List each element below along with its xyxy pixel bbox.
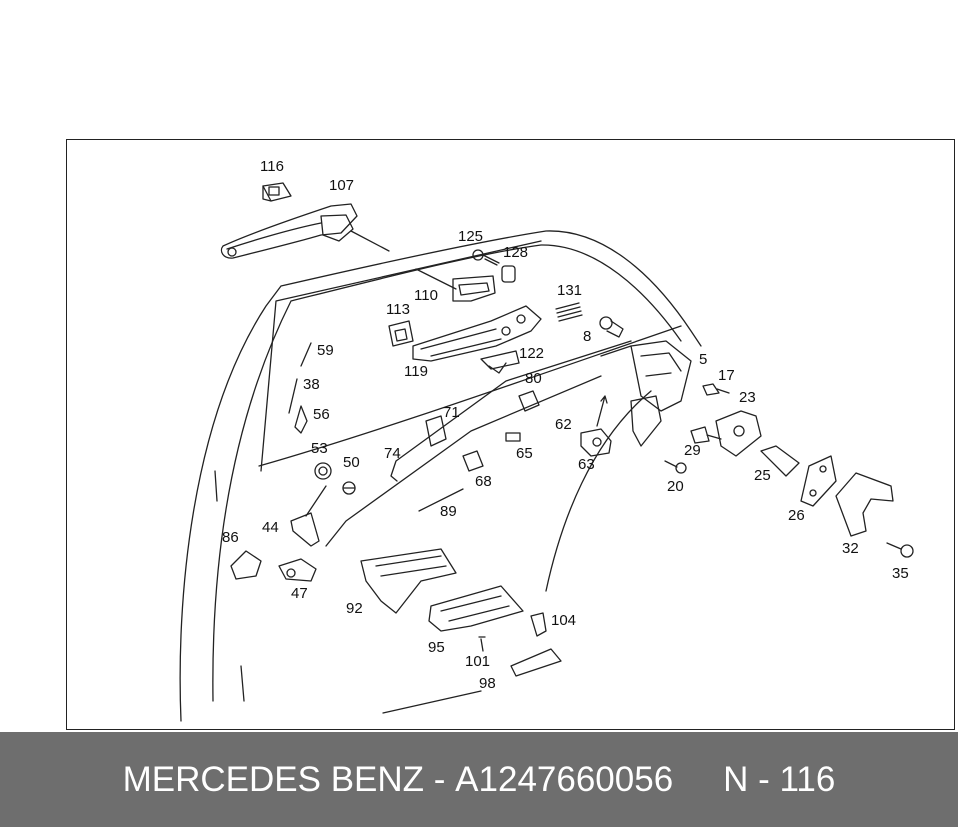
part-17-screw <box>702 383 730 396</box>
callout-116: 116 <box>260 158 284 175</box>
callout-86: 86 <box>222 529 239 546</box>
callout-122: 122 <box>519 345 545 362</box>
part-65-clip <box>505 432 521 442</box>
callout-65: 65 <box>516 445 533 462</box>
part-20-screw <box>664 460 687 474</box>
part-122-spring <box>480 350 520 374</box>
part-68-clip <box>462 450 484 472</box>
leader-line <box>600 345 632 357</box>
callout-56: 56 <box>313 406 330 423</box>
part-128-cylinder <box>501 265 516 283</box>
part-92-housing <box>360 548 457 614</box>
callout-110: 110 <box>414 287 438 304</box>
footer-part-number: A1247660056 <box>455 759 674 799</box>
callout-62: 62 <box>555 416 572 433</box>
part-62-rod <box>325 375 602 547</box>
callout-29: 29 <box>684 442 701 459</box>
part-59-pin <box>300 342 312 367</box>
callout-104: 104 <box>551 612 577 629</box>
part-23-striker <box>715 410 762 457</box>
callout-5: 5 <box>699 351 708 368</box>
callout-32: 32 <box>842 540 859 557</box>
part-5-lock <box>630 340 692 447</box>
footer-ref: N - 116 <box>723 759 836 799</box>
door-inner-line <box>545 390 652 592</box>
callout-50: 50 <box>343 454 360 471</box>
callout-38: 38 <box>303 376 320 393</box>
callout-53: 53 <box>311 440 328 457</box>
part-119-carrier <box>412 305 542 362</box>
part-32-bracket <box>835 472 894 537</box>
callout-44: 44 <box>262 519 279 536</box>
part-8-bolt <box>599 316 624 338</box>
part-125-screw <box>472 249 500 266</box>
part-104-screw <box>530 612 547 637</box>
footer-caption: MERCEDES BENZ - A1247660056 N - 116 <box>0 732 958 827</box>
callout-128: 128 <box>503 244 529 261</box>
exploded-view-drawing <box>179 182 914 722</box>
part-131-spring <box>555 302 583 322</box>
footer-separator: - <box>424 759 456 799</box>
part-26-plate <box>800 455 837 507</box>
door-bottom-line <box>382 690 482 714</box>
footer-brand: MERCEDES BENZ <box>122 759 425 799</box>
callout-74: 74 <box>384 445 401 462</box>
part-35-screw <box>886 542 914 558</box>
part-38-pin <box>288 378 298 414</box>
callout-59: 59 <box>317 342 334 359</box>
part-110-bracket <box>415 268 496 302</box>
part-101-pin <box>478 636 486 652</box>
callout-71: 71 <box>443 404 460 421</box>
part-86-bracket <box>230 550 262 580</box>
callout-8: 8 <box>583 328 592 345</box>
door-outline-inner <box>212 244 682 702</box>
part-63-cylinder <box>580 395 612 457</box>
callout-35: 35 <box>892 565 909 582</box>
part-50-clip <box>342 481 356 495</box>
callout-92: 92 <box>346 600 363 617</box>
part-80-clip <box>518 390 540 412</box>
callout-131: 131 <box>557 282 583 299</box>
callout-89: 89 <box>440 503 457 520</box>
callout-125: 125 <box>458 228 484 245</box>
part-25-wedge <box>760 445 800 477</box>
callout-25: 25 <box>754 467 771 484</box>
diagram-frame <box>66 139 955 730</box>
part-71-clip <box>425 415 447 447</box>
part-44-lever <box>290 485 327 547</box>
callout-20: 20 <box>667 478 684 495</box>
part-29-screw <box>690 426 722 444</box>
callout-17: 17 <box>718 367 735 384</box>
part-47-bracket <box>278 558 317 582</box>
part-89-rod <box>418 488 464 512</box>
callout-23: 23 <box>739 389 756 406</box>
door-side-line <box>214 470 218 502</box>
callout-113: 113 <box>386 301 410 318</box>
part-113-clip <box>388 320 414 347</box>
callout-119: 119 <box>404 363 428 380</box>
part-95-handle <box>428 585 524 632</box>
callout-68: 68 <box>475 473 492 490</box>
callout-63: 63 <box>578 456 595 473</box>
door-outline-outer <box>179 230 702 722</box>
callout-98: 98 <box>479 675 496 692</box>
callout-95: 95 <box>428 639 445 656</box>
part-56-clip <box>294 405 308 434</box>
window-line <box>258 325 682 467</box>
part-98-trim <box>510 648 562 677</box>
window-frame <box>260 240 542 472</box>
footer-bar: MERCEDES BENZ - A1247660056 N - 116 <box>0 732 958 827</box>
callout-101: 101 <box>465 653 491 670</box>
part-74-rod <box>390 340 632 482</box>
callout-47: 47 <box>291 585 308 602</box>
part-107-handle <box>220 203 390 259</box>
door-lower-line <box>240 665 245 702</box>
part-116-clip <box>262 182 292 202</box>
callout-26: 26 <box>788 507 805 524</box>
part-53-grommet <box>314 462 332 480</box>
callout-107: 107 <box>329 177 355 194</box>
callout-80: 80 <box>525 370 542 387</box>
